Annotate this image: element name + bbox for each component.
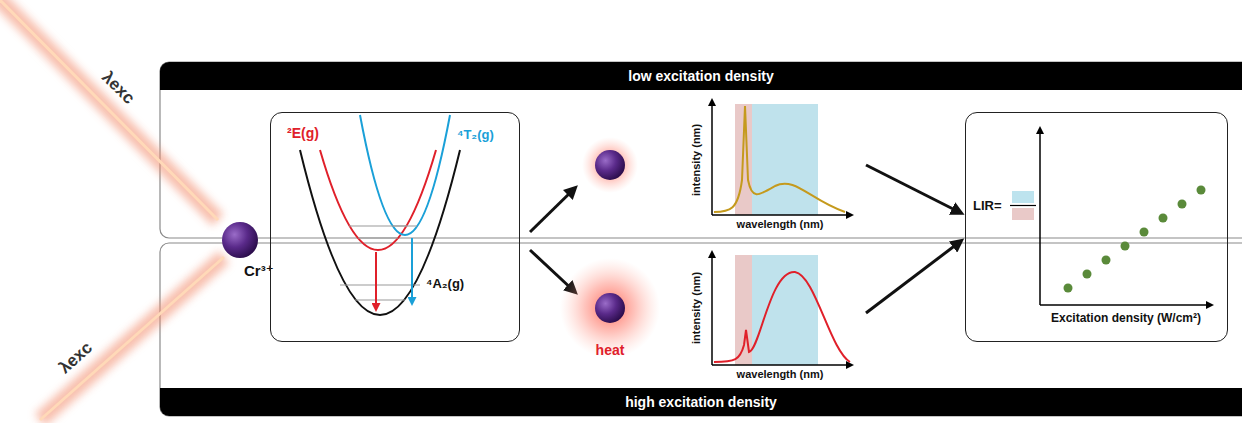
state-label: ⁴T₂(g) xyxy=(457,127,494,142)
axis-label: wavelength (nm) xyxy=(737,218,824,230)
state-label: ²E(g) xyxy=(287,125,319,141)
beam-label: λexc xyxy=(98,68,139,109)
beam-label: λexc xyxy=(55,338,96,378)
heat-label: heat xyxy=(596,342,625,358)
data-point xyxy=(1102,256,1111,265)
band-title: low excitation density xyxy=(628,68,773,84)
data-point xyxy=(1121,242,1130,251)
flow-arrow xyxy=(866,165,961,213)
energy-diagram-box: ²E(g) ⁴T₂(g) ⁴A₂(g) xyxy=(270,112,520,342)
flow-arrow xyxy=(866,241,961,313)
band-header: low excitation density xyxy=(160,62,1242,90)
axis-label: intensity (nm) xyxy=(690,124,702,196)
band-header: high excitation density xyxy=(160,388,1242,416)
result-plot-box: LIR= Excitation density (W/cm²) xyxy=(965,112,1228,342)
spectrum-plot: intensity (nm) wavelength (nm) xyxy=(680,242,860,384)
data-point xyxy=(1178,200,1187,209)
axis-label: wavelength (nm) xyxy=(737,368,824,380)
spectrum-plot: intensity (nm) wavelength (nm) xyxy=(680,95,860,235)
state-label: ⁴A₂(g) xyxy=(426,276,464,291)
data-point xyxy=(1159,214,1168,223)
axis-label: intensity (nm) xyxy=(690,272,702,344)
data-point xyxy=(1197,186,1206,195)
data-point xyxy=(1140,228,1149,237)
ratio-label: LIR= xyxy=(973,198,1002,213)
data-point xyxy=(1064,284,1073,293)
band-title: high excitation density xyxy=(625,394,777,410)
data-point xyxy=(1083,270,1092,279)
axis-label: Excitation density (W/cm²) xyxy=(1051,311,1201,325)
